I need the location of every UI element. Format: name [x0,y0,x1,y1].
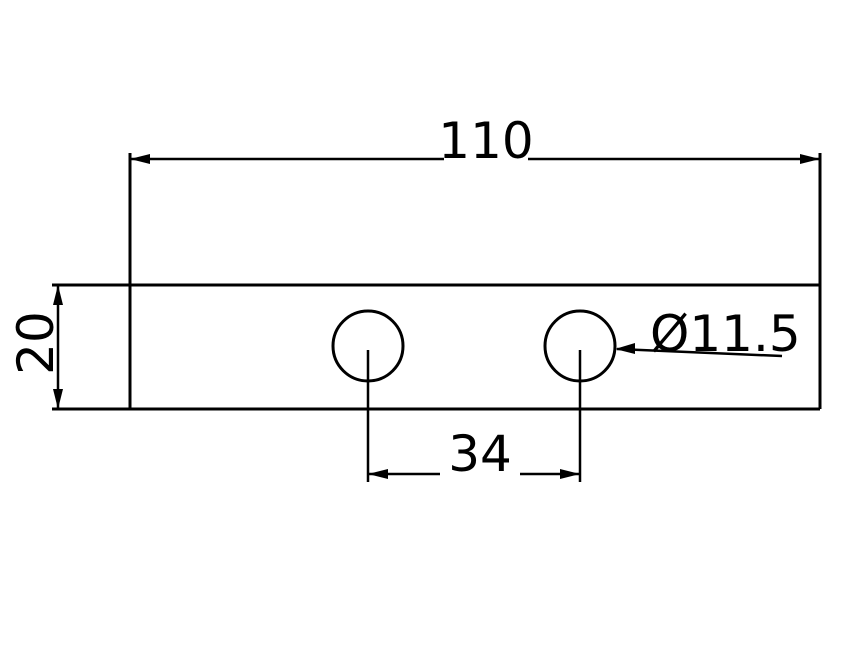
length-dimension: 110 [130,112,820,170]
height-dimension: 20 [7,285,65,409]
hole-spacing-arrow-right [560,469,580,479]
diameter-leader-line [616,347,783,358]
height-label: 20 [7,311,65,375]
hole-diameter-callout: Ø11.5 [615,305,801,363]
hole-spacing-label: 34 [448,425,512,483]
hole-spacing-arrow-left [368,469,388,479]
length-label: 110 [438,112,533,170]
hole-diameter-label: Ø11.5 [650,305,801,363]
hole-spacing-dimension: 34 [366,350,582,483]
holes [331,309,617,383]
diameter-leader-arrow [615,343,635,354]
length-label-bg [444,130,528,162]
part-outline [52,153,822,411]
length-arrow-left [130,154,150,164]
height-arrow-bottom [53,389,63,409]
hole-spacing-label-bg [440,445,520,477]
length-arrow-right [800,154,820,164]
height-arrow-top [53,285,63,305]
